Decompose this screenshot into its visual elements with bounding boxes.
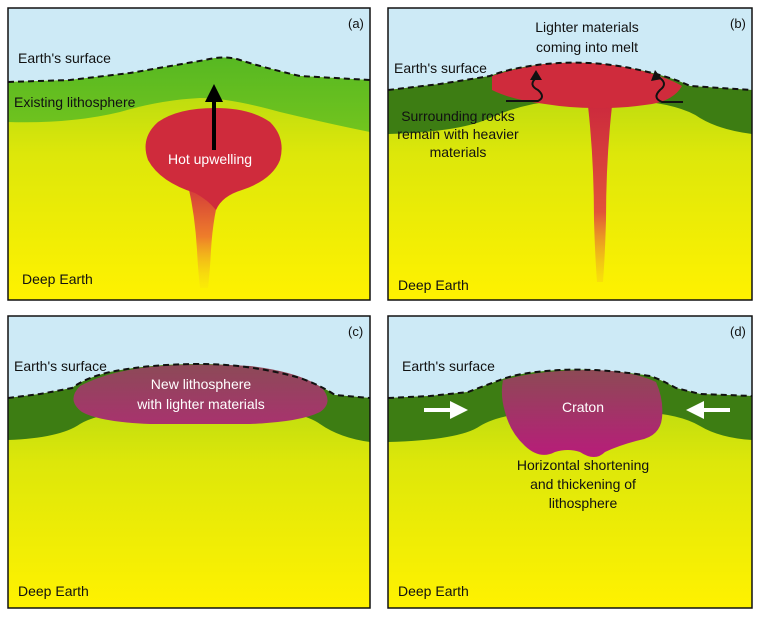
panel-d-border (387, 315, 753, 609)
new-lithosphere-label-line2: with lighter materials (136, 396, 265, 412)
earth-surface-label: Earth's surface (14, 358, 107, 374)
earth-surface-label: Earth's surface (18, 50, 111, 66)
lighter-materials-label-line1: Lighter materials (535, 19, 639, 35)
panel-tag: (b) (730, 16, 746, 31)
deep-earth-label: Deep Earth (398, 583, 469, 599)
earth-surface-label: Earth's surface (402, 358, 495, 374)
shortening-label-line3: lithosphere (549, 495, 618, 511)
hot-upwelling-label: Hot upwelling (168, 151, 252, 167)
sky-region (8, 8, 370, 82)
upwelling-tail (588, 106, 612, 282)
panel-c-border (7, 315, 371, 609)
swirl-arrowhead-left-icon (530, 70, 542, 80)
shortening-label-line1: Horizontal shortening (517, 457, 649, 473)
upward-arrow-icon (205, 84, 223, 102)
left-arrow-icon (686, 401, 704, 419)
deep-earth-label: Deep Earth (22, 271, 93, 287)
right-arrow-icon (450, 401, 468, 419)
surrounding-rocks-label-line1: Surrounding rocks (401, 108, 515, 124)
swirl-arrow-right (655, 77, 683, 103)
swirl-arrow-left (506, 77, 543, 102)
panel-d: (d) Earth's surface Craton Horizontal sh… (388, 316, 752, 608)
panel-tag: (c) (348, 324, 363, 339)
craton-label: Craton (562, 399, 604, 415)
melt-zone (492, 62, 682, 108)
panel-a: (a) Earth's surface Existing lithosphere… (8, 8, 370, 300)
surrounding-rocks-label-line2: remain with heavier (397, 126, 519, 142)
sky-region (388, 8, 752, 90)
existing-lithosphere-layer (8, 57, 370, 132)
existing-lithosphere-label: Existing lithosphere (14, 94, 136, 110)
surface-line (8, 56, 370, 83)
panel-b-border (387, 7, 753, 301)
surrounding-rocks-label-line3: materials (430, 144, 487, 160)
earth-surface-label: Earth's surface (394, 60, 487, 76)
sky-region (8, 316, 370, 398)
panel-tag: (a) (348, 16, 364, 31)
lighter-materials-label-line2: coming into melt (536, 39, 638, 55)
new-lithosphere-label-line1: New lithosphere (151, 376, 252, 392)
craton-block (501, 370, 663, 457)
hot-upwelling-blob (145, 108, 282, 210)
panel-c: (c) Earth's surface New lithosphere with… (8, 316, 370, 608)
new-lithosphere-lens (73, 364, 328, 424)
sky-region (388, 316, 752, 398)
swirl-arrowhead-right-icon (651, 70, 662, 81)
panel-a-border (7, 7, 371, 301)
deep-earth-label: Deep Earth (398, 277, 469, 293)
shortening-label-line2: and thickening of (530, 476, 636, 492)
surface-line (388, 368, 752, 399)
panel-tag: (d) (730, 324, 746, 339)
surface-line (388, 61, 752, 91)
panel-b: (b) Lighter materials coming into melt E… (388, 8, 752, 300)
upwelling-tail (188, 185, 222, 288)
deep-earth-label: Deep Earth (18, 583, 89, 599)
